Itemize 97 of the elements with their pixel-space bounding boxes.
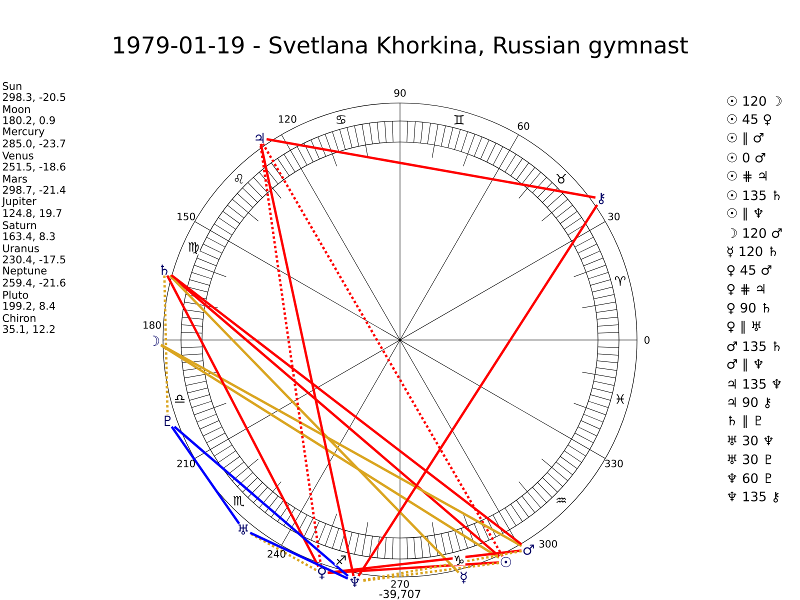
aspect-entry: ☉ ∥ ♂ [727, 132, 764, 146]
aspect-line [170, 426, 240, 524]
aspect-line [262, 143, 504, 557]
position-value: 259.4, -21.6 [2, 278, 66, 288]
aspect-entry: ♆ 135 ⚷ [728, 492, 779, 503]
aspect-entry: ♃ 90 ⚷ [728, 397, 770, 408]
zodiac-sign: ♋ [334, 114, 348, 125]
planet-name: Moon [3, 105, 30, 114]
planet-name: Neptune [3, 266, 46, 277]
aspect-line [250, 532, 348, 580]
degree-label: 0 [644, 336, 650, 344]
aspect-line [362, 550, 522, 582]
aspect-line [362, 562, 500, 582]
aspect-line [357, 204, 598, 577]
aspect-entry: ☽ 120 ♂ [730, 228, 782, 238]
position-value: 298.3, -20.5 [2, 93, 66, 102]
planet-name: Chiron [2, 314, 36, 322]
zodiac-sign: ♌ [232, 174, 246, 184]
planet-name: Jupiter [2, 196, 36, 208]
degree-label: 330 [605, 460, 623, 468]
position-value: 298.7, -21.4 [2, 186, 66, 195]
degree-label: 300 [539, 540, 557, 548]
aspect-entry: ♂ 135 ♄ [727, 341, 780, 352]
planet-glyph: ☉ [500, 556, 512, 568]
position-value: 180.2, 0.9 [3, 116, 55, 126]
degree-label: 270 [391, 580, 409, 588]
degree-label: 180 [144, 321, 161, 329]
aspect-line [250, 532, 317, 572]
aspect-entry: ♀ 90 ♄ [727, 302, 770, 314]
aspect-line [328, 561, 500, 574]
aspect-entry: ☉ 0 ♂ [727, 152, 766, 162]
zodiac-sign: ♓ [614, 394, 627, 404]
degree-label: 60 [518, 122, 530, 130]
zodiac-sign: ♊ [452, 114, 466, 126]
degree-label: 150 [178, 212, 195, 220]
planet-name: Sun [2, 82, 22, 90]
zodiac-sign: ♏ [232, 495, 246, 508]
aspect-entry: ♃ 135 ♆ [728, 379, 781, 389]
title: 1979-01-19 - Svetlana Khorkina, Russian gymnast [114, 36, 688, 58]
planet-name: Venus [2, 152, 34, 160]
aspect-line [328, 549, 522, 574]
planet-glyph: ♀ [318, 567, 326, 580]
aspect-entry: ♆ 60 ♇ [728, 473, 772, 484]
planet-glyph: ♇ [164, 416, 171, 426]
position-value: 35.1, 12.2 [3, 325, 55, 334]
zodiac-sign: ♑ [452, 555, 466, 566]
planet-glyph: ♂ [523, 544, 534, 555]
planet-glyph: ⚷ [598, 192, 604, 204]
degree-label: 90 [394, 89, 406, 97]
degree-label: 240 [268, 550, 286, 558]
aspect-entry: ☉ ⋕ ♃ [727, 171, 766, 182]
planet-name: Mars [3, 174, 27, 183]
aspect-entry: ☉ 135 ♄ [727, 190, 780, 200]
zodiac-sign: ♎ [173, 394, 186, 404]
position-value: 124.8, 19.7 [3, 209, 62, 218]
zodiac-sign: ♍ [187, 242, 200, 254]
planet-name: Pluto [3, 290, 28, 299]
aspect-entry: ♅ 30 ♇ [728, 454, 772, 464]
aspect-entry: ♂ ∥ ♆ [727, 358, 763, 372]
planet-glyph: ☽ [152, 336, 160, 346]
planet-glyph: ♄ [161, 264, 168, 275]
aspect-line [166, 274, 320, 568]
position-value: 251.5, -18.6 [2, 162, 66, 172]
planet-name: Saturn [2, 221, 36, 230]
aspect-entry: ♀ ∥ ♅ [727, 320, 761, 334]
aspect-line [266, 138, 596, 199]
zodiac-sign: ♉ [554, 174, 568, 184]
position-value: 163.4, 8.3 [3, 232, 55, 242]
aspect-line [174, 426, 349, 577]
aspect-entry: ♀ 45 ♂ [727, 265, 772, 276]
planet-name: Uranus [3, 244, 39, 252]
planet-glyph: ♅ [238, 524, 248, 535]
planet-name: Mercury [3, 127, 44, 138]
aspect-entry: ♅ 30 ♆ [728, 436, 773, 446]
degree-label: 120 [278, 115, 296, 123]
planet-glyph: ☿ [460, 572, 467, 584]
aspect-entry: ☉ ∥ ♆ [727, 208, 763, 221]
planet-glyph: ♆ [350, 576, 360, 587]
aspect-line [260, 144, 355, 576]
aspect-entry: ☉ 45 ♀ [727, 114, 772, 126]
zodiac-sign: ♐ [334, 554, 348, 566]
zodiac-sign: ♒ [554, 496, 568, 506]
aspect-line [169, 274, 460, 574]
aspect-entry: ♄ ∥ ♇ [729, 415, 762, 428]
position-value: 199.2, 8.4 [3, 302, 56, 311]
degree-label: 210 [177, 460, 195, 468]
aspect-entry: ☉ 120 ☽ [727, 96, 782, 106]
position-value: 285.0, -23.7 [2, 140, 66, 149]
aspect-entry: ♀ ⋕ ♃ [727, 284, 764, 296]
aspect-entry: ☿ 120 ♄ [727, 246, 776, 258]
chart-value: -39,707 [379, 590, 420, 600]
zodiac-sign: ♈ [614, 276, 627, 286]
aspect-line [163, 276, 169, 416]
position-value: 230.4, -17.5 [2, 256, 66, 265]
degree-label: 30 [608, 212, 620, 220]
aspect-line [259, 144, 322, 567]
planet-glyph: ♃ [256, 132, 264, 144]
